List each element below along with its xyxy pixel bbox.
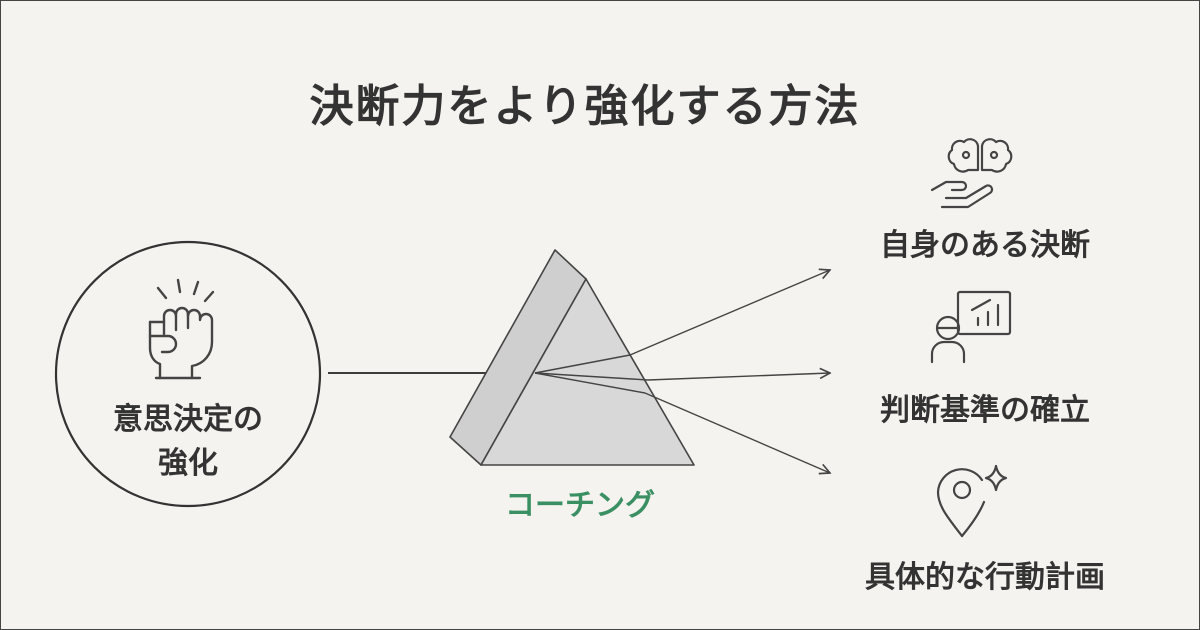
outcome-label-3: 具体的な行動計画 xyxy=(865,560,1105,595)
brain-in-hand-icon xyxy=(930,138,1013,209)
arrow-to-outcome-2 xyxy=(647,373,830,381)
outgoing-arrows xyxy=(629,270,830,473)
page-title: 決断力をより強化する方法 xyxy=(309,81,861,132)
raised-fist-icon xyxy=(148,278,215,380)
prism-label: コーチング xyxy=(505,488,655,523)
location-pin-sparkle-icon xyxy=(936,464,1008,538)
arrow-to-outcome-3 xyxy=(644,392,830,473)
dispersion-rays xyxy=(534,354,649,394)
source-label-line1: 意思決定の xyxy=(113,402,263,437)
outcome-label-1: 自身のある決断 xyxy=(880,228,1090,263)
arrow-to-outcome-1 xyxy=(629,270,830,356)
source-circle xyxy=(54,240,322,508)
prism xyxy=(449,249,695,466)
presenter-chart-icon xyxy=(930,290,1012,364)
source-label: 意思決定の 強化 xyxy=(60,398,316,486)
source-label-line2: 強化 xyxy=(158,446,218,481)
outcome-label-2: 判断基準の確立 xyxy=(880,393,1090,428)
